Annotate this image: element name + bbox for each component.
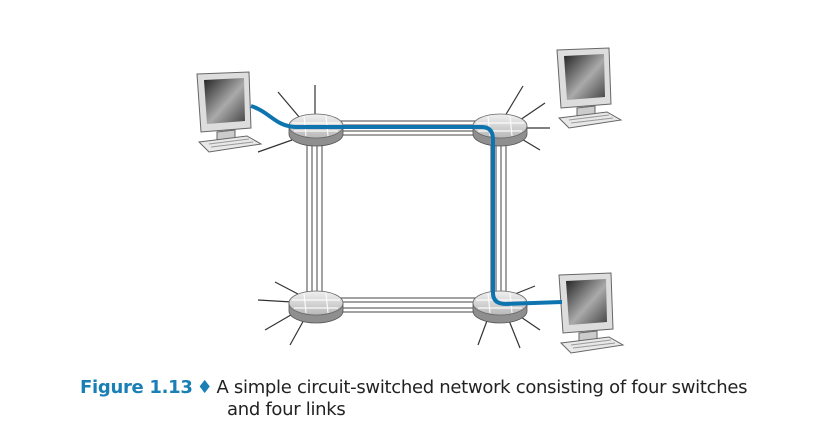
switch-top-right <box>472 113 528 147</box>
diamond-icon: ♦ <box>196 377 213 398</box>
caption-line-1: A simple circuit-switched network consis… <box>216 377 748 398</box>
link-bottom <box>330 297 488 313</box>
switch-bottom-right <box>472 290 528 324</box>
host-top-left <box>196 71 262 153</box>
spoke-lines <box>257 85 550 349</box>
circuit-path <box>250 104 563 307</box>
host-bottom-right <box>558 272 624 354</box>
host-top-right <box>556 47 622 129</box>
switch-bottom-left <box>288 290 344 324</box>
caption-line-2: and four links <box>227 399 346 420</box>
figure-caption: Figure 1.13♦A simple circuit-switched ne… <box>80 377 747 421</box>
figure-label: Figure 1.13 <box>80 377 193 398</box>
switch-top-left <box>288 113 344 147</box>
link-left <box>306 140 323 295</box>
